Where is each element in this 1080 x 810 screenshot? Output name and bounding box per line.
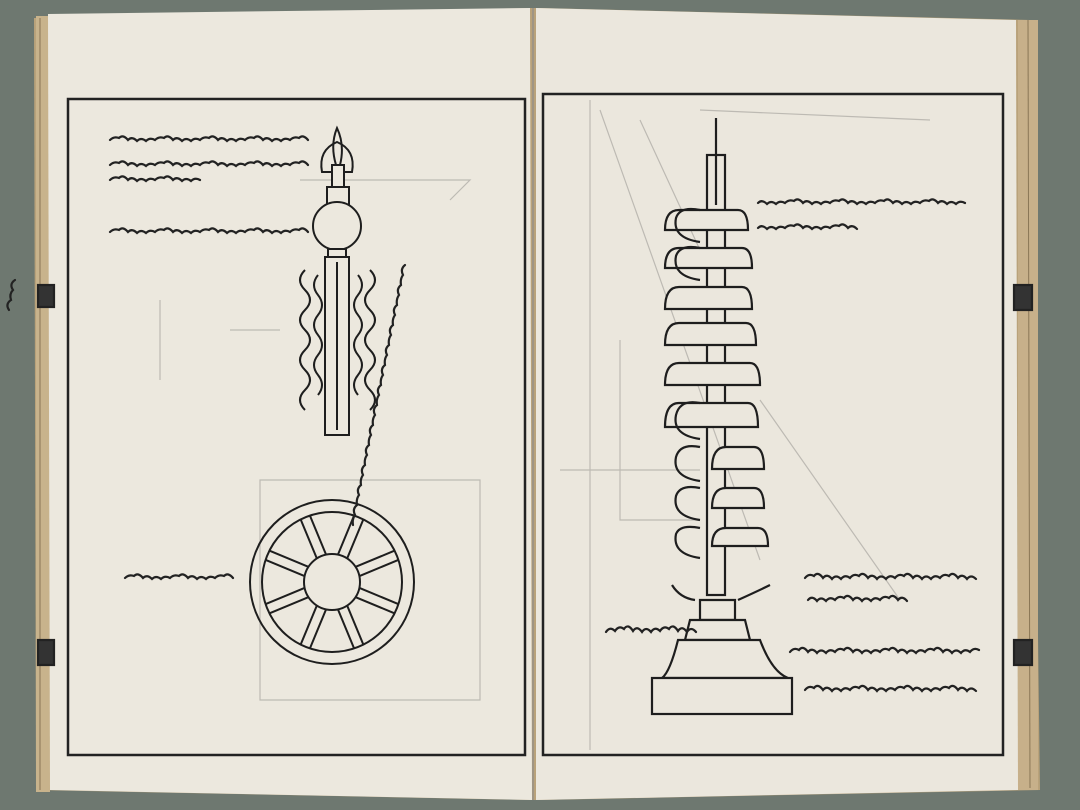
wheel-spoke (265, 558, 305, 577)
script-line (108, 160, 310, 168)
wheel-spoke (337, 609, 356, 649)
spire-tier (663, 246, 754, 270)
finial-illustration (299, 125, 376, 436)
script-column (6, 278, 17, 312)
script-line (604, 625, 698, 634)
spire-tier (663, 285, 754, 311)
wheel-spoke (355, 549, 396, 568)
wheel-spoke (299, 605, 318, 646)
spire-tier (663, 401, 760, 429)
spire-hook (674, 485, 701, 522)
script-line (803, 684, 978, 693)
spire-hook (674, 245, 701, 282)
wheel-spoke (359, 558, 399, 577)
script-line (803, 572, 978, 581)
spire-tier (663, 321, 758, 347)
margin-mark (36, 638, 56, 667)
spire-hook (674, 401, 701, 441)
script-line (806, 594, 909, 603)
right-page (536, 8, 1018, 800)
script-line (756, 198, 967, 206)
spire-hook (674, 207, 701, 244)
wheel-spoke (308, 515, 327, 555)
spire-tier (663, 361, 762, 387)
spire-hook (674, 445, 701, 483)
margin-mark (1012, 638, 1034, 667)
script-line (123, 573, 235, 581)
script-line (108, 227, 310, 235)
script-line (756, 223, 859, 231)
margin-mark (36, 283, 56, 309)
spire-tier (663, 208, 750, 232)
right-frame (541, 92, 1005, 757)
spire-hook (674, 525, 701, 560)
wheel-spoke (308, 609, 327, 649)
wheel-spoke (268, 549, 309, 568)
wheel-spoke (355, 596, 396, 615)
wheel-spoke (299, 518, 318, 559)
spire-tier (710, 526, 770, 548)
script-line (108, 135, 310, 143)
wheel-spoke (265, 587, 305, 606)
script-line (788, 646, 981, 655)
spire-tier (710, 486, 766, 510)
script-annotations (6, 135, 1034, 693)
wheel-spoke (346, 518, 365, 559)
pagoda-spire-illustration (650, 118, 794, 716)
wheel-spoke (359, 587, 399, 606)
spire-tier (710, 445, 766, 471)
script-column (351, 263, 407, 527)
wheel-spoke (337, 515, 356, 555)
wheel-spoke (346, 605, 365, 646)
margin-mark (1012, 283, 1034, 312)
left-frame (66, 97, 527, 757)
left-page (48, 8, 532, 800)
wheel-spoke (268, 596, 309, 615)
wheel-illustration (249, 499, 415, 665)
script-line (108, 175, 202, 183)
